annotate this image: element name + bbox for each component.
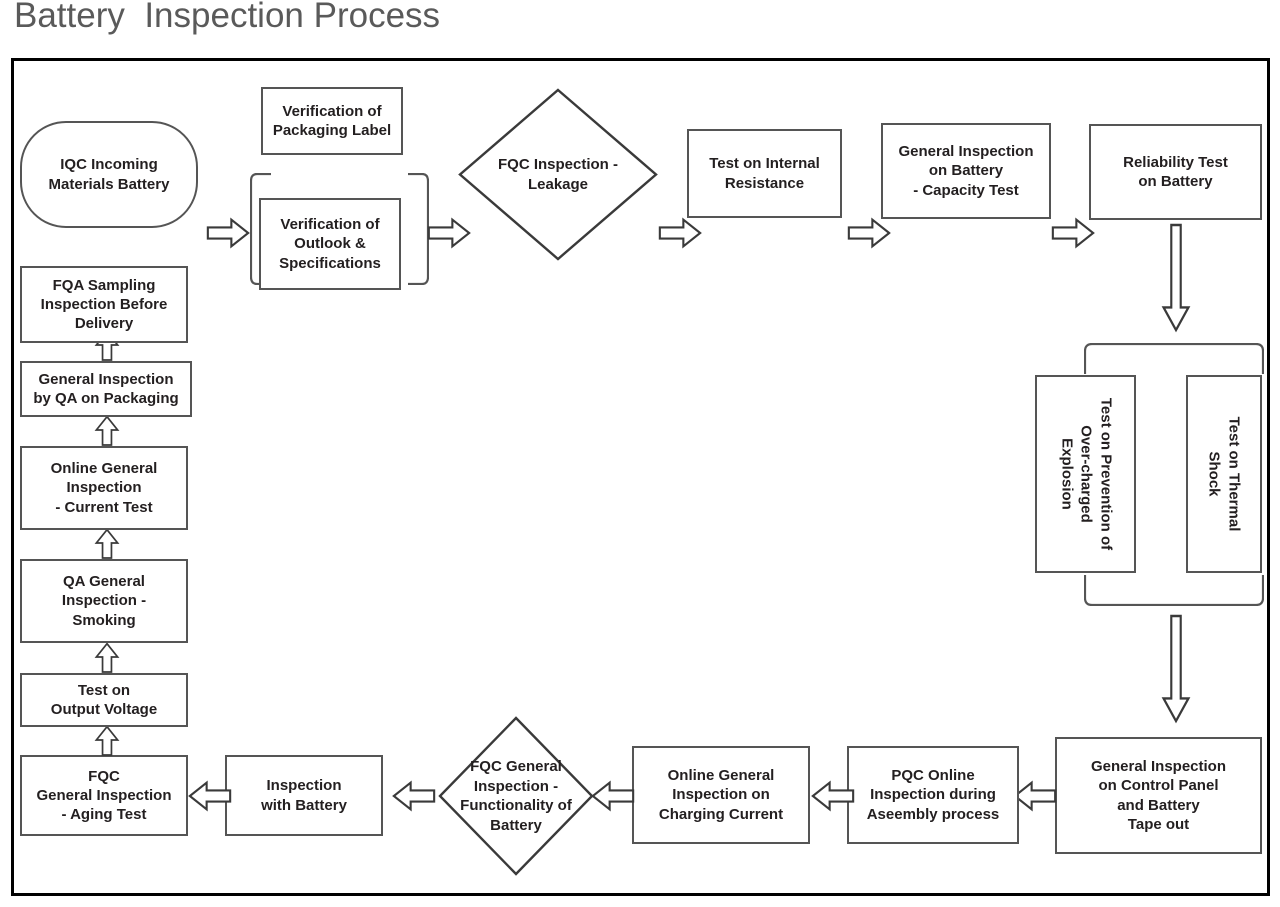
- node-online-charging-current-label: Online General Inspection on Charging Cu…: [658, 767, 784, 823]
- bracket-top-test-group: [1084, 343, 1264, 375]
- diagram-frame: IQC Incoming Materials Battery Verificat…: [11, 58, 1270, 896]
- node-verify-outlook-specs-label: Verification of Outlook & Specifications: [279, 216, 381, 272]
- node-fqc-general-functionality-label: FQC General Inspection - Functionality o…: [460, 758, 572, 834]
- node-verify-packaging-label-label: Verification of Packaging Label: [272, 102, 392, 139]
- arrow-left-pqc-to-charging-current: [811, 780, 855, 812]
- arrow-up-smoking-to-current-test: [94, 528, 120, 559]
- node-qa-general-smoking[interactable]: QA General Inspection - Smoking: [20, 559, 188, 643]
- node-fqc-inspection-leakage-label: FQC Inspection - Leakage: [498, 156, 618, 193]
- page-title: Battery Inspection Process: [14, 0, 441, 35]
- node-test-overcharge-explosion-label: Test on Prevention of Over-charged Explo…: [1057, 397, 1114, 551]
- arrow-right-leakage-to-resistance: [658, 217, 702, 249]
- arrow-left-inspection-battery-to-aging: [188, 780, 232, 812]
- arrow-up-output-voltage-to-smoking: [94, 642, 120, 673]
- arrow-right-verify-to-leakage: [427, 217, 471, 249]
- node-general-inspection-control-panel-label: General Inspection on Control Panel and …: [1090, 758, 1227, 833]
- arrow-right-iqc-to-verify: [206, 217, 250, 249]
- arrow-down-test-group-to-control-panel: [1161, 614, 1191, 724]
- arrow-up-aging-to-output-voltage: [94, 725, 120, 756]
- node-test-thermal-shock-label: Test on Thermal Shock: [1206, 416, 1243, 532]
- node-qa-general-smoking-label: QA General Inspection - Smoking: [61, 573, 147, 629]
- node-test-output-voltage-label: Test on Output Voltage: [50, 681, 158, 718]
- arrow-down-reliability-to-test-group: [1161, 223, 1191, 333]
- node-online-general-current-test-label: Online General Inspection - Current Test: [50, 460, 158, 516]
- node-inspection-with-battery[interactable]: Inspection with Battery: [225, 755, 383, 836]
- arrow-left-control-panel-to-pqc: [1013, 780, 1057, 812]
- node-general-inspection-qa-packaging[interactable]: General Inspection by QA on Packaging: [20, 361, 192, 417]
- node-pqc-online-assembly[interactable]: PQC Online Inspection during Aseembly pr…: [847, 746, 1019, 844]
- arrow-right-resistance-to-capacity: [847, 217, 891, 249]
- bracket-bottom-test-group: [1084, 574, 1264, 606]
- bracket-right-verification-group: [407, 173, 429, 285]
- arrow-left-functionality-to-inspection-battery: [392, 780, 436, 812]
- node-fqa-sampling-before-delivery[interactable]: FQA Sampling Inspection Before Delivery: [20, 266, 188, 343]
- node-test-overcharge-explosion[interactable]: Test on Prevention of Over-charged Explo…: [1035, 375, 1136, 573]
- arrow-up-current-test-to-qa-packaging: [94, 415, 120, 446]
- node-fqc-aging-test-label: FQC General Inspection - Aging Test: [36, 767, 172, 824]
- node-general-inspection-control-panel[interactable]: General Inspection on Control Panel and …: [1055, 737, 1262, 854]
- node-general-inspection-capacity-label: General Inspection on Battery - Capacity…: [898, 143, 1034, 199]
- node-online-charging-current[interactable]: Online General Inspection on Charging Cu…: [632, 746, 810, 844]
- node-fqc-aging-test[interactable]: FQC General Inspection - Aging Test: [20, 755, 188, 836]
- node-test-internal-resistance-label: Test on Internal Resistance: [709, 155, 820, 192]
- node-test-output-voltage[interactable]: Test on Output Voltage: [20, 673, 188, 727]
- node-general-inspection-capacity[interactable]: General Inspection on Battery - Capacity…: [881, 123, 1051, 219]
- node-fqc-inspection-leakage[interactable]: FQC Inspection - Leakage: [458, 88, 658, 261]
- arrow-left-charging-current-to-functionality: [591, 780, 635, 812]
- bracket-left-verification-group: [250, 173, 272, 285]
- node-general-inspection-qa-packaging-label: General Inspection by QA on Packaging: [33, 370, 179, 407]
- arrow-right-capacity-to-reliability: [1051, 217, 1095, 249]
- node-verify-packaging-label[interactable]: Verification of Packaging Label: [261, 87, 403, 155]
- node-reliability-test[interactable]: Reliability Test on Battery: [1089, 124, 1262, 220]
- node-reliability-test-label: Reliability Test on Battery: [1123, 153, 1228, 190]
- node-verify-outlook-specs[interactable]: Verification of Outlook & Specifications: [259, 198, 401, 290]
- node-fqa-sampling-before-delivery-label: FQA Sampling Inspection Before Delivery: [40, 276, 168, 333]
- node-test-internal-resistance[interactable]: Test on Internal Resistance: [687, 129, 842, 218]
- node-pqc-online-assembly-label: PQC Online Inspection during Aseembly pr…: [866, 767, 1000, 823]
- node-online-general-current-test[interactable]: Online General Inspection - Current Test: [20, 446, 188, 530]
- node-inspection-with-battery-label: Inspection with Battery: [261, 777, 347, 814]
- node-iqc-incoming[interactable]: IQC Incoming Materials Battery: [20, 121, 198, 228]
- node-test-thermal-shock[interactable]: Test on Thermal Shock: [1186, 375, 1262, 573]
- node-iqc-incoming-label: IQC Incoming Materials Battery: [48, 156, 170, 193]
- node-fqc-general-functionality[interactable]: FQC General Inspection - Functionality o…: [438, 716, 594, 876]
